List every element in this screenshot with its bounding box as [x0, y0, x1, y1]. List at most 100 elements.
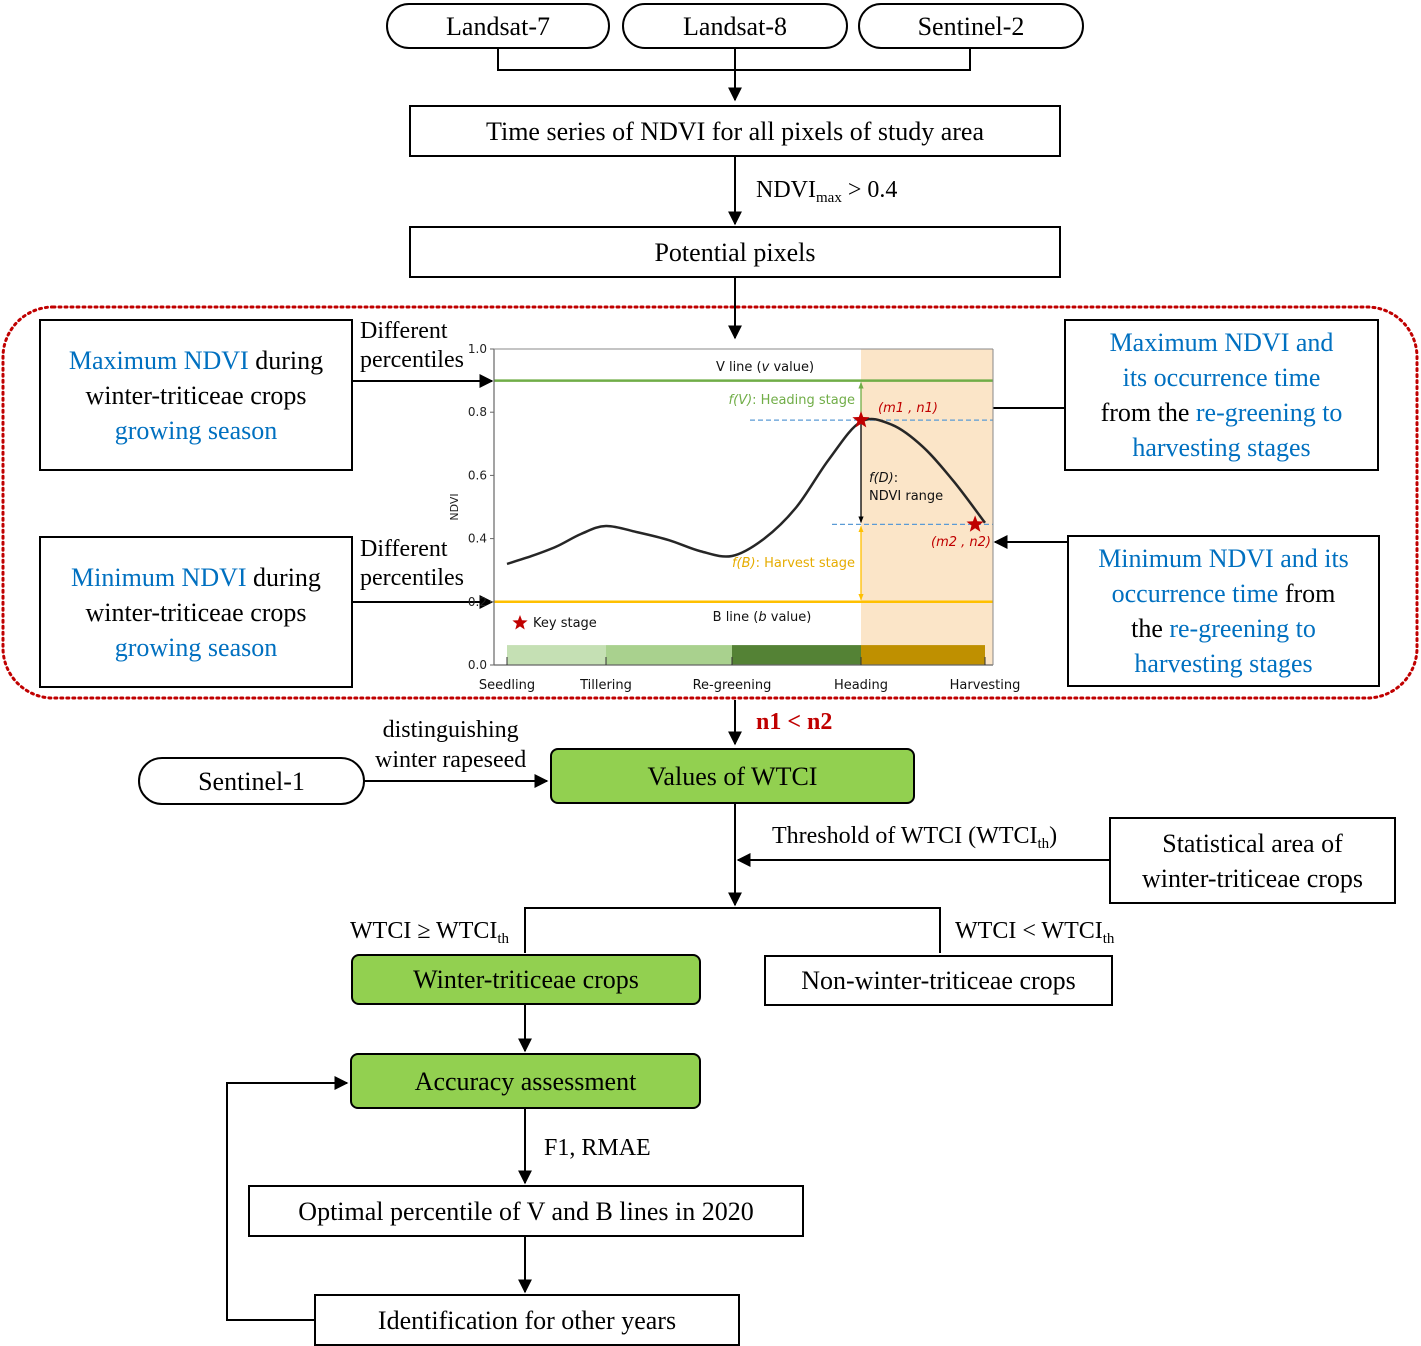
min-left-black: during	[246, 562, 321, 592]
result-non-winter-crops: Non-winter-triticeae crops	[764, 955, 1113, 1006]
x-tick-label-harvesting: Harvesting	[950, 678, 1021, 693]
max-left-blue: Maximum NDVI	[68, 345, 249, 375]
distinguishing-line2: winter rapeseed	[375, 747, 527, 773]
step-values-wtci-label: Values of WTCI	[647, 761, 818, 791]
condition-ndvi-sub: max	[816, 190, 842, 206]
source-landsat8: Landsat-8	[622, 3, 848, 49]
source-sentinel2: Sentinel-2	[858, 3, 1084, 49]
y-tick-label-5: 1.0	[468, 342, 487, 356]
max-left-black: during	[248, 345, 324, 375]
percentiles-label-bottom: Different percentiles	[360, 535, 464, 593]
box-statistical-area: Statistical area of winter-triticeae cro…	[1109, 817, 1396, 904]
box-max-left-line3: growing season	[114, 415, 278, 445]
min-left-blue: Minimum NDVI	[71, 562, 247, 592]
box-max-ndvi-left: Maximum NDVI during winter-triticeae cro…	[39, 319, 353, 471]
condition-ndvi-max: NDVImax > 0.4	[756, 175, 898, 206]
source-landsat7-label: Landsat-7	[446, 11, 550, 41]
result-winter-crops: Winter-triticeae crops	[351, 954, 701, 1005]
step-time-series-label: Time series of NDVI for all pixels of st…	[486, 116, 984, 146]
statistical-area-line1: Statistical area of	[1162, 828, 1343, 858]
threshold-label: Threshold of WTCI (WTCIth)	[772, 821, 1058, 852]
lt-sub: th	[1102, 931, 1115, 947]
connector-satellites	[497, 48, 971, 100]
x-tick-label-tillering: Tillering	[579, 678, 632, 693]
box-min-ndvi-left: Minimum NDVI during winter-triticeae cro…	[39, 536, 353, 688]
highlight-region-heading-harvesting	[861, 349, 993, 665]
percentiles-bottom-line1: Different	[360, 536, 448, 562]
percentiles-label-top: Different percentiles	[360, 317, 464, 375]
legend-star-icon	[512, 615, 528, 630]
threshold-text: Threshold of WTCI (WTCI	[772, 823, 1038, 849]
box-min-right-line3: the re-greening to	[1131, 611, 1316, 646]
x-tick-label-re-greening: Re-greening	[693, 678, 772, 693]
max-right-blue: re-greening to	[1195, 398, 1343, 427]
metrics-label: F1, RMAE	[544, 1135, 651, 1161]
step-optimal-label: Optimal percentile of V and B lines in 2…	[298, 1196, 754, 1226]
box-min-left-line2: winter-triticeae crops	[85, 597, 307, 627]
step-optimal-percentile: Optimal percentile of V and B lines in 2…	[248, 1185, 804, 1237]
condition-ndvi-tail: > 0.4	[841, 177, 898, 203]
box-max-right-line1: Maximum NDVI and	[1109, 328, 1334, 357]
y-tick-label-4: 0.8	[468, 405, 487, 419]
source-landsat7: Landsat-7	[386, 3, 610, 49]
step-accuracy-label: Accuracy assessment	[414, 1066, 637, 1096]
min-point-star	[966, 515, 984, 532]
step-accuracy-assessment: Accuracy assessment	[350, 1053, 701, 1109]
box-max-left-line1: Maximum NDVI during	[69, 343, 323, 378]
max-point-star	[852, 411, 870, 428]
stage-bar-tillering	[606, 645, 732, 665]
fd-annotation-line2: NDVI range	[869, 489, 943, 504]
distinguishing-line1: distinguishing	[382, 717, 519, 743]
stage-bar-seedling	[507, 645, 606, 665]
box-min-ndvi-right: Minimum NDVI and its occurrence time fro…	[1067, 535, 1380, 687]
ge-text: WTCI ≥ WTCI	[350, 918, 498, 944]
x-tick-label-heading: Heading	[834, 678, 888, 693]
step-time-series: Time series of NDVI for all pixels of st…	[409, 105, 1061, 157]
min-right-blue2: re-greening to	[1169, 614, 1316, 643]
stage-bar-re-greening	[732, 645, 861, 665]
step-potential-pixels: Potential pixels	[409, 226, 1061, 278]
min-right-blue: occurrence time	[1111, 579, 1279, 608]
min-point-label: (m2 , n2)	[931, 535, 991, 550]
percentiles-bottom-line2: percentiles	[360, 565, 464, 591]
y-tick-label-2: 0.4	[468, 532, 487, 546]
source-sentinel1: Sentinel-1	[138, 757, 365, 805]
distinguishing-label: distinguishing winter rapeseed	[375, 715, 526, 775]
box-min-right-line4: harvesting stages	[1134, 649, 1313, 678]
box-max-right-line4: harvesting stages	[1132, 433, 1311, 462]
lt-text: WTCI < WTCI	[955, 918, 1103, 944]
box-max-left-line2: winter-triticeae crops	[85, 380, 307, 410]
y-tick-label-3: 0.6	[468, 468, 487, 482]
legend-key-stage: Key stage	[533, 616, 597, 631]
condition-ge-threshold: WTCI ≥ WTCIth	[350, 916, 510, 947]
source-landsat8-label: Landsat-8	[683, 11, 787, 41]
connector-branches	[524, 907, 941, 953]
fb-annotation: f(B): Harvest stage	[732, 556, 855, 571]
percentiles-top-line1: Different	[360, 318, 448, 344]
condition-lt-threshold: WTCI < WTCIth	[955, 916, 1115, 947]
min-right-black2: the	[1131, 614, 1170, 643]
ge-sub: th	[497, 931, 510, 947]
step-potential-pixels-label: Potential pixels	[654, 237, 816, 267]
ndvi-curve	[506, 417, 986, 566]
source-sentinel1-label: Sentinel-1	[198, 766, 305, 796]
max-right-black: from the	[1100, 398, 1196, 427]
result-non-winter-crops-label: Non-winter-triticeae crops	[801, 966, 1076, 995]
box-max-right-line3: from the re-greening to	[1101, 395, 1343, 430]
max-point-label: (m1 , n1)	[878, 401, 938, 416]
fd-annotation: f(D):	[869, 471, 898, 486]
source-sentinel2-label: Sentinel-2	[917, 11, 1025, 41]
step-other-years: Identification for other years	[314, 1294, 740, 1346]
condition-ndvi-text: NDVI	[756, 177, 816, 203]
threshold-tail: )	[1049, 823, 1058, 849]
result-winter-crops-label: Winter-triticeae crops	[413, 965, 639, 994]
min-right-black: from	[1278, 579, 1336, 608]
stage-bar-heading	[861, 645, 985, 665]
box-min-right-line2: occurrence time from	[1112, 576, 1336, 611]
x-tick-label-seedling: Seedling	[479, 678, 535, 693]
threshold-sub: th	[1037, 836, 1050, 852]
percentiles-top-line2: percentiles	[360, 347, 464, 373]
b-line-label: B line (b value)	[713, 610, 812, 625]
box-min-left-line3: growing season	[114, 632, 278, 662]
